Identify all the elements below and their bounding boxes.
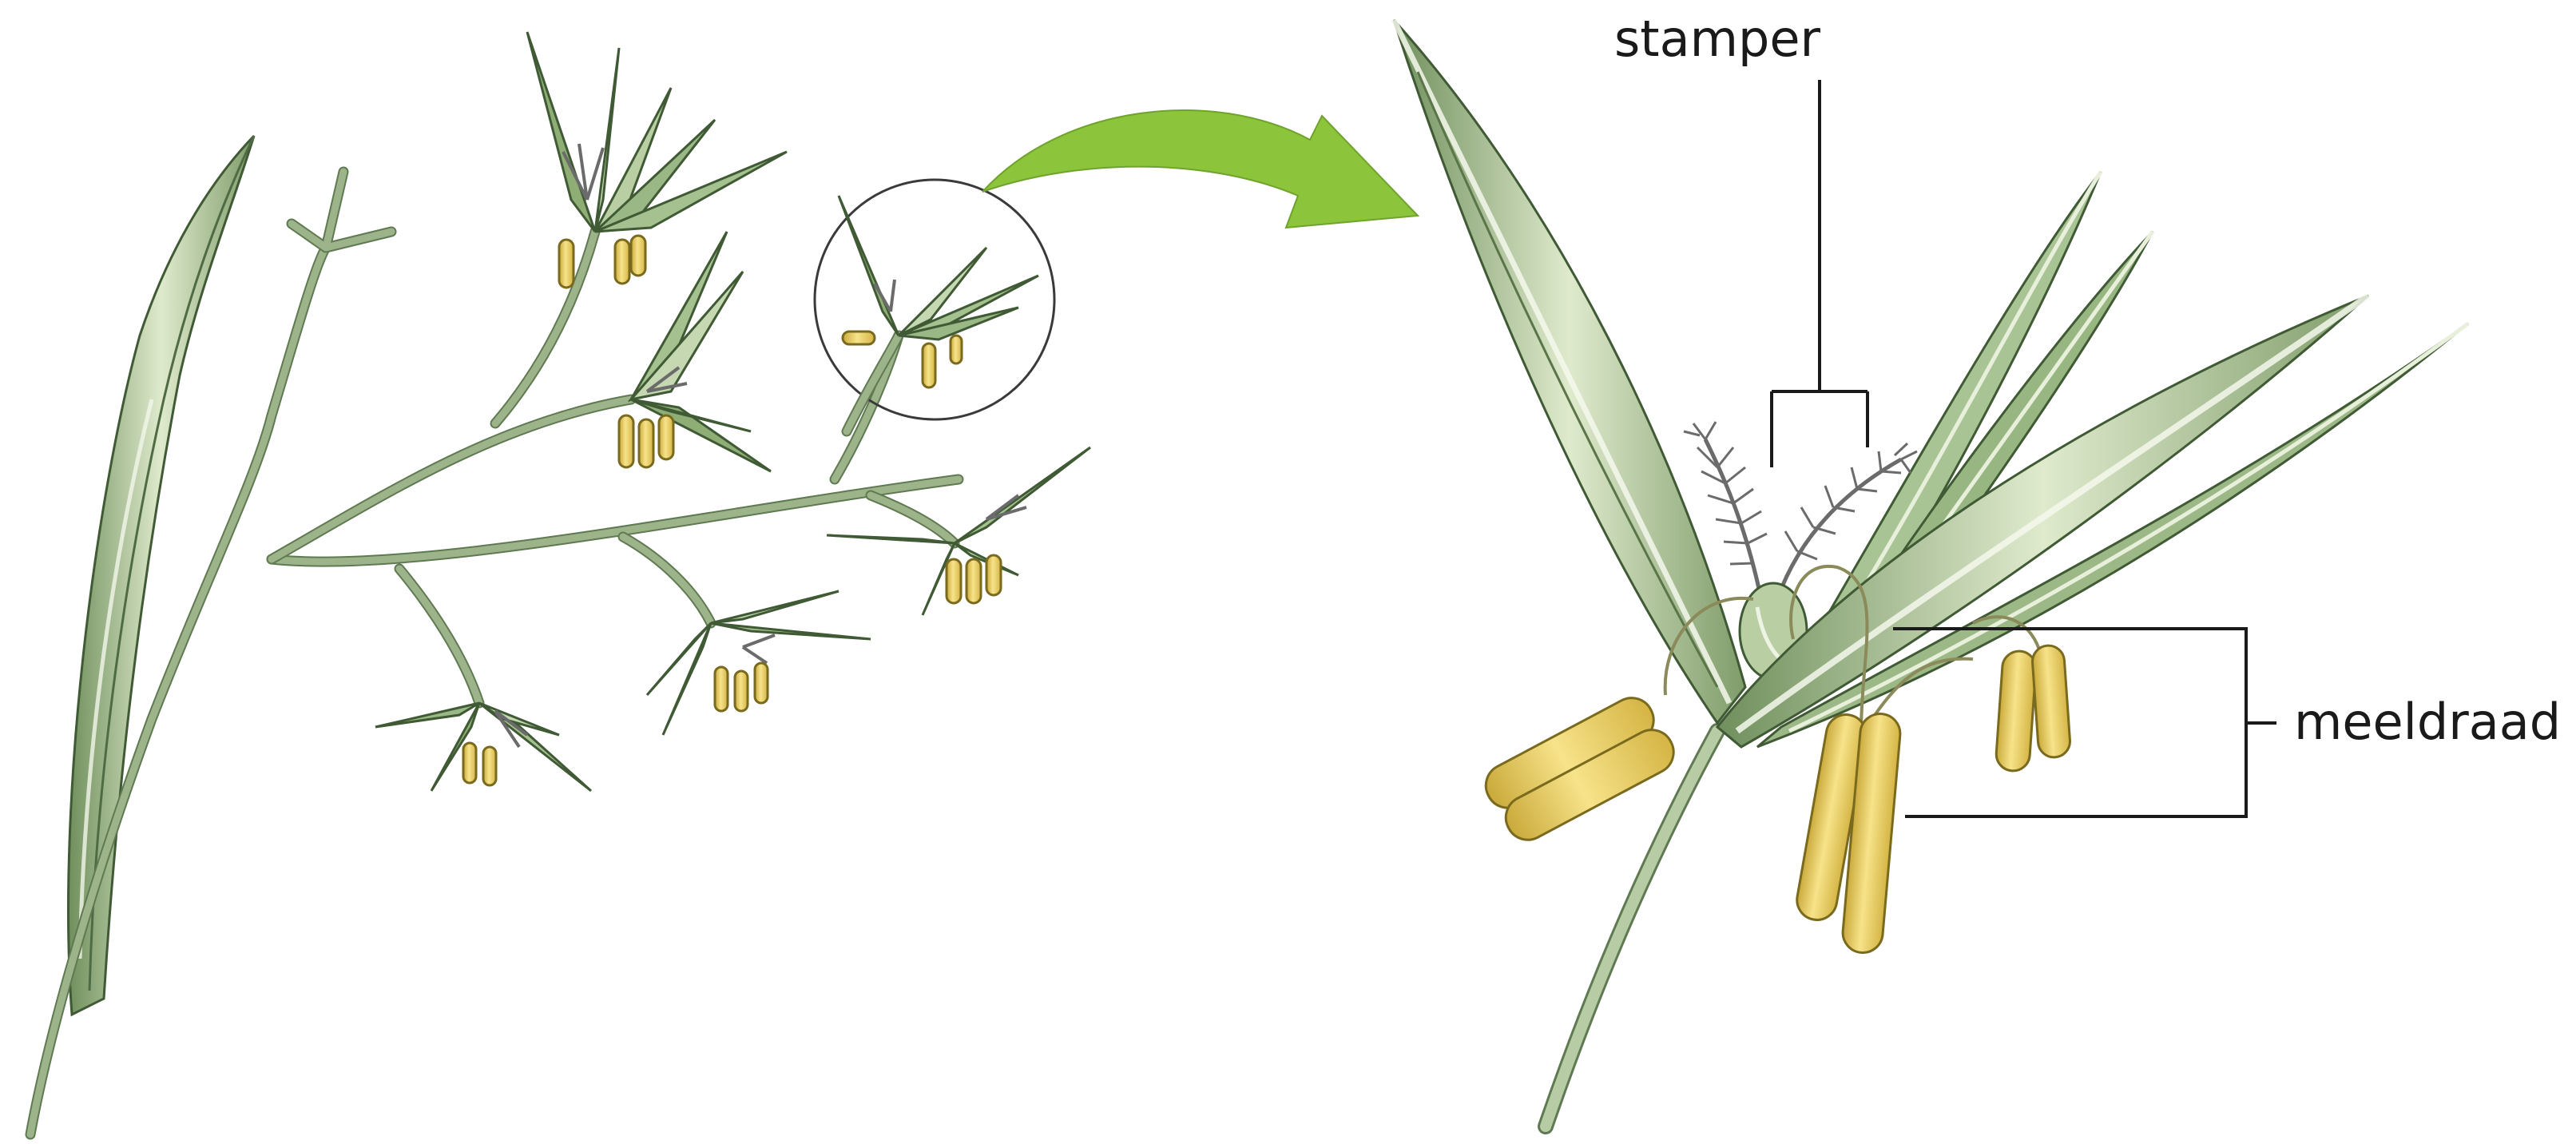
spikelet: [375, 703, 591, 791]
stamen-callout: meeldraad: [1893, 629, 2561, 816]
spikelet: [647, 591, 871, 735]
lemma: [1717, 296, 2468, 747]
panicle-branches: [272, 232, 959, 703]
pistil-callout: stamper: [1614, 10, 1868, 467]
stamen-anther: [1479, 690, 1681, 848]
curved-arrow-right-icon: [982, 110, 1418, 228]
grass-panicle-illustration: [30, 32, 1090, 1134]
stamen-anther: [1995, 645, 2071, 773]
stamen-label: meeldraad: [2294, 693, 2561, 751]
spikelet: [827, 447, 1090, 615]
enlarged-spikelet: [1394, 20, 2468, 1126]
pistil-leader-line: [1772, 80, 1868, 467]
pistil-label: stamper: [1614, 10, 1821, 68]
magnifier-circle-icon: [815, 180, 1054, 431]
spikelet: [527, 32, 787, 288]
stamen-anther: [1794, 712, 1902, 955]
